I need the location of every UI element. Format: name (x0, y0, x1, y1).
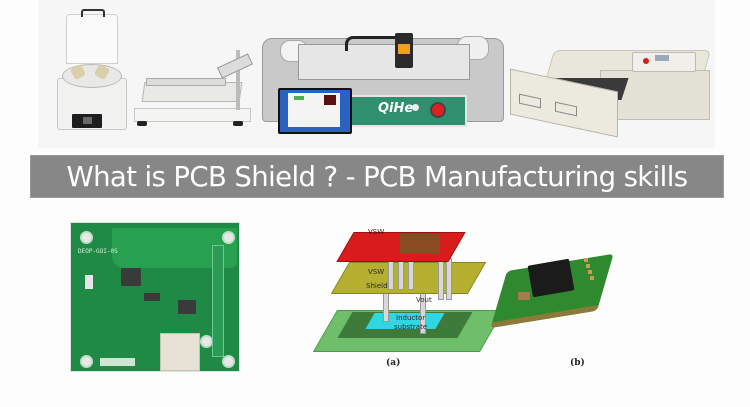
mounting-hole (222, 231, 235, 244)
module-pin (584, 258, 588, 262)
mixer-handle (81, 9, 105, 17)
mounting-hole (222, 355, 235, 368)
printer-arm (236, 50, 240, 110)
pnp-front-panel (348, 95, 467, 127)
monitor-camera-view (324, 95, 336, 105)
diagram-pillar (438, 258, 444, 300)
pnp-gantry (298, 44, 470, 80)
printer-frame (146, 78, 226, 86)
monitor-status (294, 96, 304, 100)
title-banner: What is PCB Shield ? - PCB Manufacturing… (30, 155, 724, 198)
pcb-ic-chip (144, 293, 160, 301)
pcb-ic-chip (178, 300, 196, 314)
pcb-silkscreen-label: DEOP-GOI-0S (78, 248, 118, 255)
module-pin (586, 264, 590, 268)
printer-base (134, 108, 251, 122)
caption-a: (a) (386, 358, 401, 368)
diagram-component (400, 234, 440, 254)
oven-power-button (643, 58, 649, 64)
monitor-screen (280, 90, 350, 132)
mixer-lid (66, 14, 118, 64)
diagram-label: VSW (368, 228, 385, 236)
pnp-warning-label (398, 44, 410, 54)
pcb-connector (100, 358, 135, 366)
pcb-relay (160, 333, 200, 371)
oven-display (655, 55, 669, 61)
diagram-label: Vout (416, 296, 432, 304)
pcb-connector (85, 275, 93, 289)
diagram-label: VSW (368, 268, 385, 276)
diagram-pillar (408, 258, 414, 290)
pnp-emergency-stop (430, 102, 446, 118)
banner-title: What is PCB Shield ? - PCB Manufacturing… (66, 160, 689, 193)
module-pin (588, 270, 592, 274)
pnp-brand-logo: QiHe (378, 101, 414, 116)
diagram-label: Inductor (396, 314, 426, 322)
module-pin (590, 276, 594, 280)
module-capacitor (518, 292, 530, 300)
mounting-hole (80, 231, 93, 244)
oven-control-panel (632, 52, 696, 72)
mixer-display (83, 117, 92, 124)
diagram-label: Shield (366, 282, 388, 290)
pnp-power-button (412, 104, 419, 111)
pcb-ic-chip (121, 268, 141, 286)
diagram-pillar (398, 258, 404, 290)
diagram-label: substrate (394, 323, 428, 331)
pcb-pin-header (212, 245, 224, 357)
pnp-monitor (278, 88, 352, 134)
diagram-pillar (388, 258, 394, 290)
printer-foot (137, 121, 147, 126)
diagram-pillar (446, 258, 452, 300)
caption-b: (b) (570, 358, 585, 368)
printer-foot (233, 121, 243, 126)
mounting-hole (80, 355, 93, 368)
